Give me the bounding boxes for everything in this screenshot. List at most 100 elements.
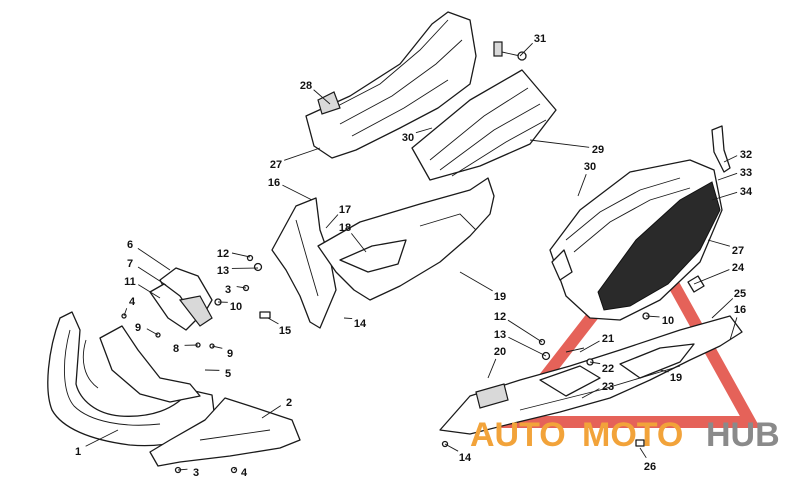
- callout-number: 17: [339, 204, 351, 216]
- callout-c19a: 19: [459, 271, 506, 303]
- part-1-front-bumper: [47, 311, 216, 447]
- callout-c10b: 10: [645, 315, 674, 327]
- part-30-grille: [411, 69, 557, 181]
- callout-number: 19: [494, 291, 506, 303]
- callout-leader-line: [267, 317, 279, 325]
- callout-leader-line: [459, 271, 493, 292]
- callout-number: 12: [217, 248, 229, 260]
- callout-leader-line: [577, 174, 587, 197]
- callout-leader-line: [711, 298, 734, 319]
- callout-leader-line: [639, 447, 647, 459]
- watermark-word-auto: AUTO: [470, 416, 566, 454]
- callout-number: 26: [644, 461, 656, 473]
- callout-c19b: 19: [659, 369, 682, 384]
- callout-number: 2: [286, 397, 292, 409]
- callout-leader-line: [282, 184, 313, 201]
- callout-leader-line: [508, 336, 547, 357]
- callout-c23: 23: [581, 381, 614, 399]
- callout-leader-line: [415, 127, 433, 134]
- callout-number: 27: [732, 245, 744, 257]
- callout-number: 34: [740, 186, 753, 198]
- callout-number: 13: [494, 329, 506, 341]
- callout-leader-line: [507, 319, 543, 343]
- callout-c16b: 16: [729, 304, 746, 341]
- callout-number: 27: [270, 159, 282, 171]
- callout-c12a: 12: [217, 248, 251, 260]
- callout-leader-line: [261, 405, 282, 419]
- callout-c6: 6: [127, 239, 171, 271]
- callout-c25: 25: [711, 288, 746, 319]
- callout-c14b: 14: [444, 443, 472, 464]
- callout-c15: 15: [267, 317, 291, 337]
- callout-leader-line: [645, 315, 660, 318]
- callout-number: 18: [339, 222, 351, 234]
- callout-number: 22: [602, 363, 614, 375]
- callout-number: 3: [193, 467, 199, 479]
- callout-leader-line: [723, 155, 738, 163]
- callout-leader-line: [211, 345, 223, 349]
- callout-leader-line: [284, 147, 321, 161]
- part-6-7-headlight-bracket: [149, 267, 213, 331]
- callout-leader-line: [529, 139, 590, 148]
- callout-number: 9: [135, 322, 141, 334]
- callout-number: 31: [534, 33, 546, 45]
- callout-leader-line: [123, 308, 128, 317]
- callout-c28: 28: [300, 80, 331, 105]
- callout-number: 32: [740, 149, 752, 161]
- callout-number: 20: [494, 346, 506, 358]
- watermark-word-moto: MOTO: [582, 416, 683, 454]
- callout-leader-line: [659, 369, 669, 373]
- callout-leader-line: [519, 42, 533, 57]
- callout-number: 33: [740, 167, 752, 179]
- callout-number: 14: [459, 452, 472, 464]
- callout-number: 9: [227, 348, 233, 360]
- callout-c29: 29: [529, 139, 604, 156]
- callout-c9b: 9: [211, 345, 233, 360]
- callout-leader-line: [85, 429, 119, 447]
- callout-number: 4: [241, 467, 248, 479]
- part-32-bracket: [711, 125, 731, 173]
- callout-c30a: 30: [402, 127, 433, 144]
- callout-c5: 5: [204, 368, 231, 380]
- callout-c16a: 16: [268, 177, 313, 201]
- callout-number: 29: [592, 144, 604, 156]
- callout-c13a: 13: [217, 265, 259, 277]
- callout-c24: 24: [693, 262, 745, 285]
- callout-number: 6: [127, 239, 133, 251]
- callout-c14a: 14: [343, 317, 367, 330]
- callout-number: 30: [584, 161, 596, 173]
- callout-c2: 2: [261, 397, 292, 419]
- callout-number: 10: [662, 315, 674, 327]
- callout-c3b: 3: [225, 284, 247, 296]
- callout-leader-line: [581, 388, 600, 399]
- callout-number: 8: [173, 343, 179, 355]
- callout-c31: 31: [519, 33, 546, 57]
- callout-leader-line: [729, 317, 738, 341]
- callout-c32: 32: [723, 149, 752, 163]
- callout-leader-line: [579, 340, 600, 353]
- callout-leader-line: [589, 361, 601, 365]
- callout-c4b: 4: [123, 296, 136, 317]
- callout-leader-line: [177, 468, 188, 471]
- callout-leader-line: [236, 286, 247, 289]
- callout-number: 19: [670, 372, 682, 384]
- callout-c7: 7: [127, 258, 167, 286]
- callout-number: 16: [268, 177, 280, 189]
- callout-c8: 8: [173, 343, 199, 355]
- part-16-side-panel: [271, 197, 337, 329]
- callout-c4a: 4: [233, 467, 248, 479]
- callout-number: 7: [127, 258, 133, 270]
- callout-leader-line: [231, 252, 251, 258]
- callout-number: 3: [225, 284, 231, 296]
- callout-leader-line: [343, 317, 353, 320]
- callout-number: 16: [734, 304, 746, 316]
- callout-c9a: 9: [135, 322, 159, 336]
- callout-leader-line: [146, 328, 159, 336]
- callout-number: 23: [602, 381, 614, 393]
- callout-leader-line: [487, 358, 497, 379]
- callout-number: 4: [129, 296, 136, 308]
- callout-number: 11: [124, 276, 136, 288]
- callout-leader-line: [717, 172, 738, 181]
